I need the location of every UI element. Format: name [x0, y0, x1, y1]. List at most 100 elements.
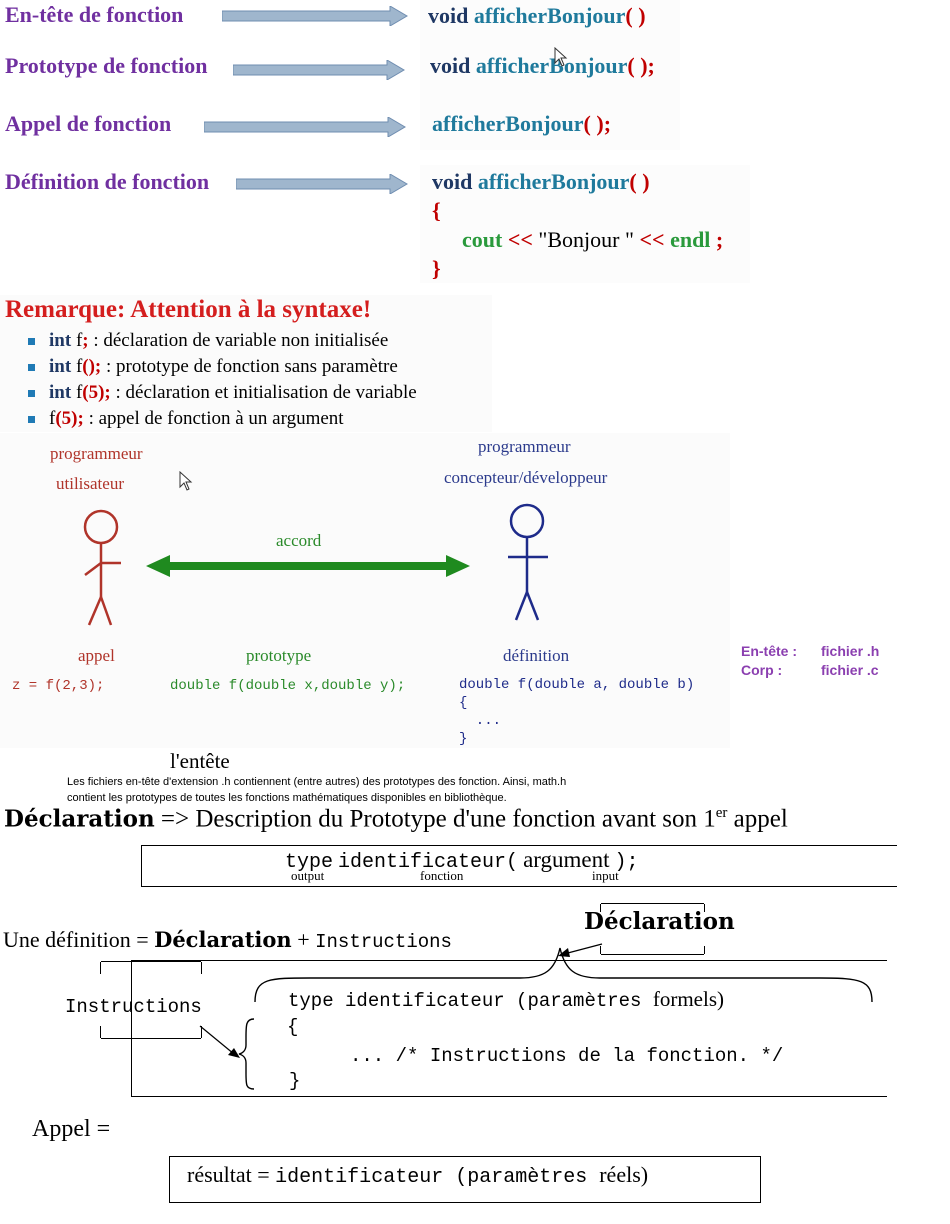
endl-keyword: endl: [670, 227, 711, 252]
appel-code: afficherBonjour( );: [432, 111, 611, 137]
square-bracket-icon: [100, 961, 202, 1039]
list-item: f(5); : appel de fonction à un argument: [28, 406, 417, 432]
definition-prefix: Une définition =: [3, 927, 155, 952]
remark-list: int f; : déclaration de variable non ini…: [28, 328, 417, 432]
function-name: afficherBonjour: [473, 3, 626, 28]
remark-title: Remarque: Attention à la syntaxe!: [5, 296, 372, 323]
open-paren: (: [506, 851, 519, 874]
superscript: er: [715, 805, 728, 821]
arrow-right-icon: [236, 174, 408, 194]
arrow-right-icon: [204, 117, 406, 137]
brace-icon: [254, 947, 873, 1003]
code-background: [420, 165, 750, 283]
bullet-square-icon: [28, 415, 35, 423]
punctuation: ();: [82, 356, 102, 377]
open-brace: {: [432, 198, 441, 223]
parens: ( ): [629, 169, 650, 194]
stick-figure-icon: [83, 509, 121, 626]
semicolon: ;: [647, 53, 655, 78]
term-prototype-label: Prototype de fonction: [5, 53, 208, 78]
remark-background: [0, 295, 492, 432]
term-entete-label: En-tête de fonction: [5, 2, 184, 27]
definition-code-sample: double f(double a, double b) { ... }: [459, 677, 694, 747]
declaration-bold: Déclaration: [4, 805, 155, 833]
instructions-tag: Instructions: [65, 996, 202, 1018]
definition-line-2: {: [287, 1016, 299, 1038]
prototype-code: void afficherBonjour( );: [430, 53, 655, 79]
plus-sign: +: [291, 927, 316, 952]
stick-figure-icon: [508, 503, 548, 621]
entete-title: l'entête: [170, 749, 230, 773]
code-token: type identificateur (paramètres: [288, 990, 653, 1012]
description: : prototype de fonction sans paramètre: [101, 356, 398, 377]
entete-note-line-2: contient les prototypes de toutes les fo…: [67, 792, 507, 804]
description: : appel de fonction à un argument: [83, 408, 344, 429]
code-line: {: [459, 695, 468, 711]
keyword-void: void: [430, 53, 471, 78]
appel-label: appel: [78, 646, 115, 665]
string-literal: "Bonjour ": [538, 227, 634, 252]
code-line: double f(double a, double b): [459, 677, 695, 693]
term-definition-label: Définition de fonction: [5, 169, 210, 194]
entete-note-line-1: Les fichiers en-tête d'extension .h cont…: [67, 776, 567, 788]
cout-line: cout << "Bonjour " << endl ;: [462, 227, 723, 253]
cursor-icon: [179, 471, 193, 491]
definition-formula: Une définition = Déclaration + Instructi…: [3, 927, 452, 953]
square-bracket-icon: [600, 903, 705, 955]
diagram-background: [0, 433, 730, 748]
list-item: int f(5); : déclaration et initialisatio…: [28, 380, 417, 406]
term-appel-label: Appel de fonction: [5, 111, 172, 136]
arrow-icon: [558, 943, 603, 957]
file-corp-label: Corp :: [741, 662, 783, 678]
right-role-2: concepteur/développeur: [444, 468, 608, 487]
keyword-void: void: [428, 3, 469, 28]
parens: ( ): [627, 53, 648, 78]
keyword-int: int: [49, 330, 72, 351]
identifier-token: identificateur (paramètres: [275, 1166, 600, 1189]
identifier: f: [49, 408, 56, 429]
keyword-int: int: [49, 356, 72, 377]
sub-input: input: [592, 868, 619, 883]
accord-label: accord: [276, 531, 322, 550]
definition-bold: Déclaration: [154, 927, 292, 952]
appel-code-sample: z = f(2,3);: [12, 678, 105, 694]
bullet-square-icon: [28, 337, 35, 345]
close-paren: );: [614, 851, 639, 874]
definition-code: void afficherBonjour( ): [432, 169, 650, 195]
definition-line-1: type identificateur (paramètres formels): [288, 987, 724, 1012]
identifier-token: identificateur: [338, 851, 507, 874]
stream-operator: <<: [639, 227, 665, 252]
sub-output: output: [291, 868, 325, 883]
instructions-token: Instructions: [315, 931, 452, 953]
definition-line-3: ... /* Instructions de la fonction. */: [350, 1045, 784, 1067]
implies-arrow: =>: [154, 805, 196, 833]
description: : déclaration de variable non initialisé…: [88, 330, 389, 351]
definition-line-4: }: [289, 1070, 301, 1092]
code-token: formels): [652, 987, 725, 1011]
type-token: type: [285, 851, 334, 874]
appel-box-code: résultat = identificateur (paramètres ré…: [187, 1162, 648, 1189]
bullet-square-icon: [28, 363, 35, 371]
cout-keyword: cout: [462, 227, 503, 252]
brace-icon: [238, 1018, 255, 1090]
arrow-right-icon: [233, 60, 405, 80]
file-corp-value: fichier .c: [821, 662, 879, 678]
keyword-void: void: [432, 169, 473, 194]
code-background: [420, 0, 680, 150]
identifier: f: [75, 356, 83, 377]
stream-operator: <<: [507, 227, 533, 252]
declaration-tag: Déclaration: [584, 908, 735, 935]
declaration-description: Description du Prototype d'une fonction …: [195, 805, 716, 833]
semicolon: ;: [603, 111, 612, 136]
code-line: }: [459, 731, 468, 747]
semicolon: ;: [715, 227, 724, 252]
entete-code: void afficherBonjour( ): [428, 3, 646, 29]
code-line: ...: [459, 713, 502, 729]
function-name: afficherBonjour: [477, 169, 630, 194]
list-item: int f(); : prototype de fonction sans pa…: [28, 354, 417, 380]
identifier: f: [75, 382, 83, 403]
function-name: afficherBonjour: [432, 111, 584, 136]
reels-token: réels): [599, 1162, 649, 1187]
file-entete-label: En-tête :: [741, 643, 797, 659]
prototype-code-sample: double f(double x,double y);: [170, 678, 406, 694]
